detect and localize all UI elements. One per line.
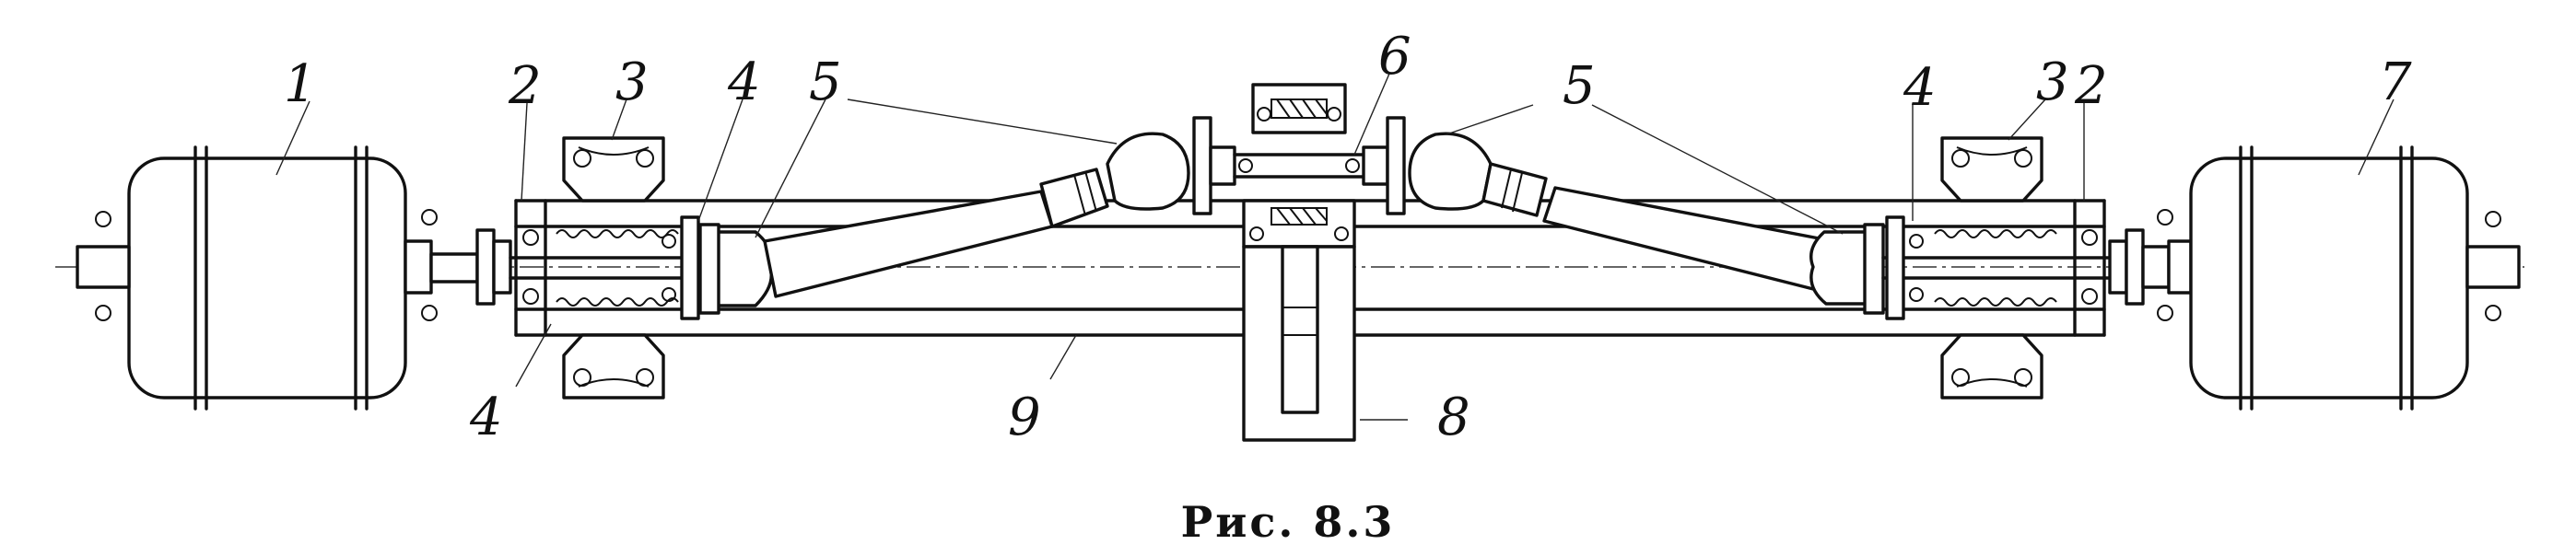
callout-8: 8 [1437, 388, 1470, 447]
support-bracket [1242, 199, 1356, 442]
left-motor [76, 145, 438, 411]
callout-4-right: 4 [1903, 58, 1937, 118]
right-coupling [2108, 228, 2193, 306]
left-cardan-shaft [698, 116, 1236, 315]
callout-3-left: 3 [615, 52, 649, 112]
callout-2-left: 2 [508, 56, 542, 116]
right-motor-body [2189, 156, 2469, 400]
callout-4-left-top: 4 [727, 52, 761, 112]
callout-7: 7 [2379, 52, 2412, 112]
center-coupling [1233, 83, 1365, 179]
right-bearings [1881, 215, 2112, 320]
right-cardan-shaft [1362, 116, 1885, 315]
left-coupling [429, 228, 512, 306]
callout-5-left: 5 [809, 52, 842, 112]
figure-caption: Рис. 8.3 [1180, 497, 1396, 547]
callout-3-right: 3 [2036, 52, 2069, 112]
callout-5-right: 5 [1563, 56, 1596, 116]
callout-6: 6 [1378, 27, 1411, 87]
callout-1: 1 [284, 54, 317, 114]
callout-2-right: 2 [2074, 56, 2108, 116]
left-bearing-pedestal [562, 136, 665, 400]
callout-9: 9 [1008, 388, 1041, 447]
right-motor [2157, 145, 2521, 411]
callout-4-left-bottom: 4 [469, 388, 503, 447]
leader-lines [275, 73, 2395, 421]
right-bearing-pedestal [1940, 136, 2043, 400]
left-motor-body [127, 156, 407, 400]
left-bearings [509, 215, 711, 320]
